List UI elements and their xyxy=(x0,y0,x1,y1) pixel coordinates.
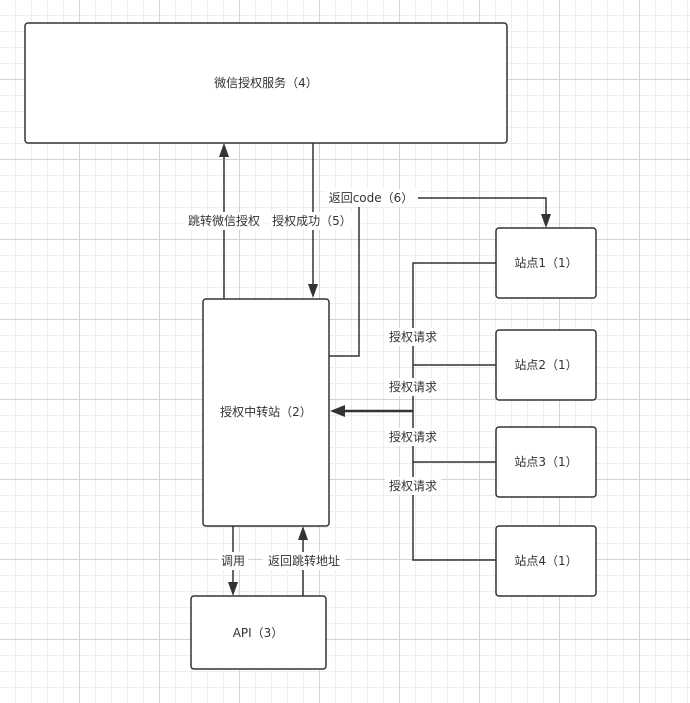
label-bg-call xyxy=(218,552,248,570)
label-bg-return-redirect xyxy=(263,552,345,570)
label-redirect-wechat: 跳转微信授权 xyxy=(188,213,260,228)
node-auth-relay[interactable]: 授权中转站（2） xyxy=(202,298,330,527)
node-label-relay: 授权中转站（2） xyxy=(220,404,312,419)
arrow-head-down-api xyxy=(228,582,238,596)
node-label-wechat: 微信授权服务（4） xyxy=(214,75,318,90)
node-label-api: API（3） xyxy=(233,626,284,640)
label-call: 调用 xyxy=(221,554,245,568)
node-label-site4: 站点4（1） xyxy=(514,554,577,568)
label-return-redirect: 返回跳转地址 xyxy=(268,553,340,568)
label-bg-auth-success xyxy=(268,212,358,230)
label-bg-request-3 xyxy=(385,428,441,446)
node-box-site2 xyxy=(495,329,597,401)
node-site-2[interactable]: 站点2（1） xyxy=(495,329,597,401)
node-box-site3 xyxy=(495,426,597,498)
label-auth-request-3: 授权请求 xyxy=(389,429,437,444)
arrow-head-down-site1 xyxy=(541,214,551,228)
label-bg-return-code xyxy=(326,189,418,207)
node-site-1[interactable]: 站点1（1） xyxy=(495,227,597,299)
node-box-api xyxy=(190,595,327,670)
node-api[interactable]: API（3） xyxy=(190,595,327,670)
node-box-site4 xyxy=(495,525,597,597)
label-auth-request-2: 授权请求 xyxy=(389,379,437,394)
node-label-site1: 站点1（1） xyxy=(514,256,577,270)
node-box-wechat xyxy=(24,22,508,144)
arrow-head-left-relay xyxy=(330,405,345,417)
label-bg-request-4 xyxy=(385,477,441,495)
label-auth-request-4: 授权请求 xyxy=(389,478,437,493)
label-bg-redirect xyxy=(183,212,265,230)
arrow-head-down-relay xyxy=(308,284,318,298)
label-bg-request-2 xyxy=(385,378,441,396)
arrow-head-up-wechat xyxy=(219,143,229,157)
node-label-site2: 站点2（1） xyxy=(514,358,577,372)
node-box-relay xyxy=(202,298,330,527)
node-site-3[interactable]: 站点3（1） xyxy=(495,426,597,498)
label-auth-request-1: 授权请求 xyxy=(389,329,437,344)
node-label-site3: 站点3（1） xyxy=(514,455,577,469)
edge-auth-bus xyxy=(412,262,496,561)
node-site-4[interactable]: 站点4（1） xyxy=(495,525,597,597)
label-bg-request-1 xyxy=(385,328,441,346)
node-box-site1 xyxy=(495,227,597,299)
node-wechat-auth-service[interactable]: 微信授权服务（4） xyxy=(24,22,508,144)
arrow-head-up-relay xyxy=(298,526,308,540)
label-return-code: 返回code（6） xyxy=(329,191,414,205)
label-auth-success: 授权成功（5） xyxy=(272,213,352,228)
